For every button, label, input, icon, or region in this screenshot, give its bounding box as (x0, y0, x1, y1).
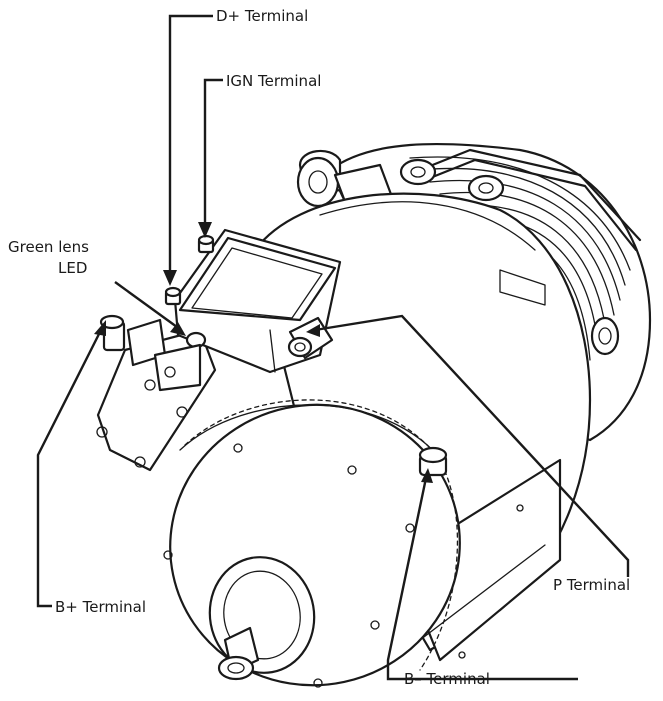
leader-lines (36, 14, 630, 681)
arrow-b-plus (94, 320, 106, 336)
label-green-lens-line2: LED (58, 259, 87, 277)
label-b-minus-terminal: B– Terminal (404, 670, 490, 688)
label-d-plus-terminal: D+ Terminal (216, 7, 308, 25)
leader-ign (203, 78, 223, 222)
label-green-lens-line1: Green lens (8, 238, 89, 256)
leader-b-plus (36, 331, 102, 608)
regulator-box (153, 228, 342, 392)
arrow-ign (198, 222, 212, 238)
label-b-plus-terminal: B+ Terminal (55, 598, 146, 616)
arrow-d-plus (163, 270, 177, 286)
front-end-plate (163, 399, 461, 688)
arrow-b-minus (421, 468, 433, 483)
label-p-terminal: P Terminal (553, 576, 630, 594)
arrow-p-terminal (306, 324, 320, 337)
leader-d-plus (168, 14, 213, 270)
arrow-green-lens (170, 322, 186, 336)
b-minus-post (418, 446, 448, 477)
leader-b-minus (386, 477, 578, 681)
leader-green-lens (114, 281, 178, 328)
label-ign-terminal: IGN Terminal (226, 72, 321, 90)
leader-p-terminal (314, 314, 630, 577)
